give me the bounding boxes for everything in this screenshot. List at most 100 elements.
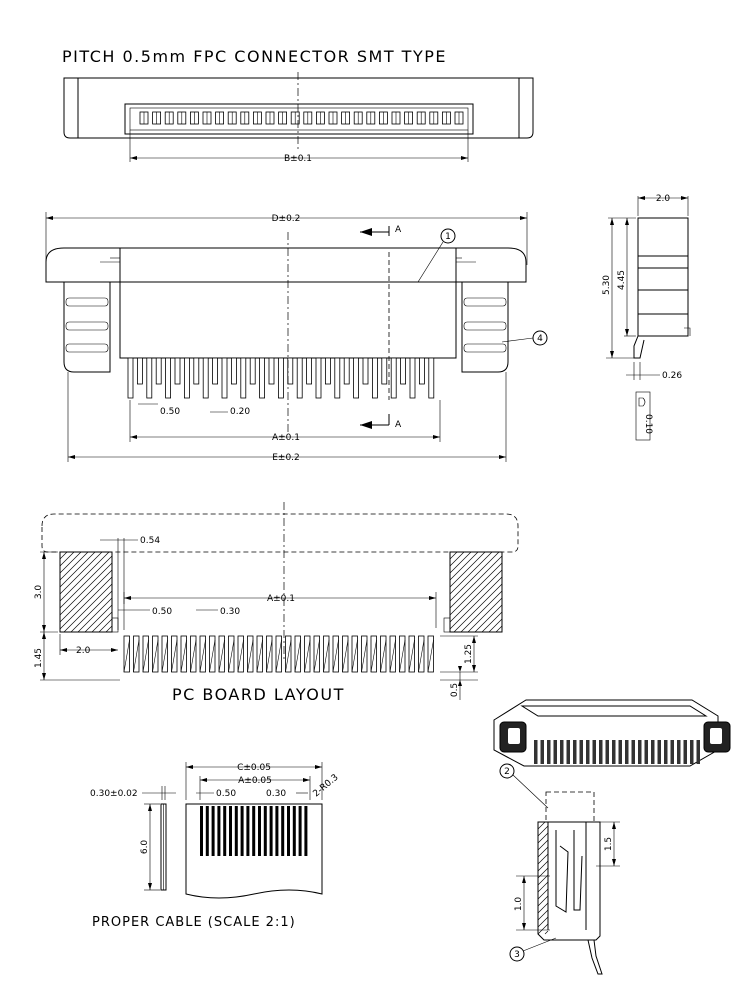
iso-contact bbox=[579, 740, 583, 764]
pcb-pad-hatch bbox=[237, 639, 244, 673]
cable-caption: PROPER CABLE (SCALE 2:1) bbox=[92, 915, 296, 930]
cable-finger bbox=[223, 806, 227, 856]
pcb-pad bbox=[152, 635, 159, 673]
hatch-line bbox=[63, 583, 113, 633]
dim-pcb-a: A±0.1 bbox=[267, 594, 295, 604]
pcb-pad bbox=[161, 635, 168, 673]
front-view: D±0.2 A A 1 bbox=[45, 212, 548, 463]
pcb-pad-hatch bbox=[218, 639, 225, 673]
pcb-pad bbox=[389, 635, 396, 673]
front-contact bbox=[174, 357, 181, 385]
dim-detail-10: 1.0 bbox=[514, 897, 524, 912]
hatch-line bbox=[59, 562, 113, 616]
pcb-pad-hatch bbox=[342, 639, 349, 673]
hatch-line bbox=[537, 909, 549, 921]
front-contact bbox=[353, 357, 360, 399]
pcb-pad-hatch bbox=[190, 639, 197, 673]
iso-contact bbox=[651, 740, 655, 764]
hatch-line bbox=[537, 853, 549, 865]
iso-contact bbox=[644, 740, 648, 764]
pcb-pad-hatch bbox=[332, 639, 339, 673]
dim-side-h1: 5.30 bbox=[602, 275, 612, 295]
pcb-pad bbox=[171, 635, 178, 673]
iso-contact bbox=[657, 740, 661, 764]
iso-contact bbox=[560, 740, 564, 764]
front-contact bbox=[409, 357, 416, 399]
hatch-line bbox=[474, 604, 503, 633]
iso-contact bbox=[534, 740, 538, 764]
hatch-line bbox=[98, 618, 113, 633]
hatch-line bbox=[70, 590, 113, 633]
dim-cable-c: C±0.05 bbox=[237, 763, 271, 773]
front-contact bbox=[362, 357, 369, 385]
hatch-line bbox=[59, 551, 96, 588]
front-contact bbox=[259, 357, 266, 399]
iso-contact bbox=[592, 740, 596, 764]
front-contact bbox=[400, 357, 407, 385]
dim-a-front: A±0.1 bbox=[272, 433, 300, 443]
pcb-pad bbox=[399, 635, 406, 673]
dim-cable-width: 0.30 bbox=[266, 789, 286, 799]
cable-finger bbox=[246, 806, 250, 856]
front-contact bbox=[268, 357, 275, 385]
dim-e-label: E±0.2 bbox=[272, 453, 300, 463]
hatch-line bbox=[59, 551, 89, 581]
pcb-pad bbox=[418, 635, 425, 673]
pcb-pad bbox=[218, 635, 225, 673]
hatch-line bbox=[537, 839, 549, 851]
pcb-pad bbox=[275, 635, 282, 673]
hatch-line bbox=[495, 625, 503, 633]
cable-finger bbox=[211, 806, 215, 856]
pcb-pad bbox=[361, 635, 368, 673]
hatch-line bbox=[453, 583, 503, 633]
pcb-pad bbox=[342, 635, 349, 673]
pcb-pad-hatch bbox=[142, 639, 149, 673]
section-a-bottom: A bbox=[395, 420, 402, 430]
cable-contact-fingers bbox=[200, 806, 308, 856]
balloon-1: 1 bbox=[445, 232, 451, 242]
proper-cable-view: C±0.05 A±0.05 0.50 0.30 2-R0.3 0.30±0.02… bbox=[90, 762, 341, 930]
pcb-pad bbox=[199, 635, 206, 673]
cable-finger bbox=[205, 806, 209, 856]
front-contact bbox=[418, 357, 425, 385]
dim-pcb-30: 3.0 bbox=[34, 585, 44, 600]
hatch-line bbox=[537, 846, 549, 858]
pcb-pad bbox=[266, 635, 273, 673]
hatch-line bbox=[449, 551, 493, 595]
iso-contact bbox=[631, 740, 635, 764]
iso-contact bbox=[605, 740, 609, 764]
cable-finger bbox=[258, 806, 261, 856]
front-contact bbox=[183, 357, 190, 399]
front-contact bbox=[277, 357, 284, 399]
drawing-title: PITCH 0.5mm FPC CONNECTOR SMT TYPE bbox=[62, 47, 447, 66]
pcb-pad-hatch bbox=[370, 639, 377, 673]
iso-contact bbox=[547, 740, 551, 764]
pcb-pad-hatch bbox=[180, 639, 187, 673]
hatch-line bbox=[537, 867, 549, 879]
pcb-pad bbox=[285, 635, 292, 673]
dim-detail-15: 1.5 bbox=[604, 837, 614, 851]
front-contact bbox=[165, 357, 172, 399]
section-a-top: A bbox=[395, 225, 402, 235]
dim-pcb-20: 2.0 bbox=[76, 646, 91, 656]
front-contact bbox=[315, 357, 322, 399]
cable-finger bbox=[263, 806, 267, 856]
pcb-pad-hatch bbox=[399, 639, 406, 673]
pcb-pad-hatch bbox=[313, 639, 320, 673]
pcb-pad-hatch bbox=[161, 639, 168, 673]
dim-front-width: 0.20 bbox=[230, 407, 250, 417]
pcb-pad-hatch bbox=[389, 639, 396, 673]
cable-finger bbox=[304, 806, 308, 856]
dim-cable-radius: 2-R0.3 bbox=[312, 773, 341, 800]
dim-pcb-05: 0.5 bbox=[450, 683, 460, 697]
pcb-pad-hatch bbox=[123, 639, 130, 673]
top-view-contacts bbox=[139, 111, 464, 125]
hatch-line bbox=[537, 902, 549, 914]
dim-pcb-pitch: 0.50 bbox=[152, 607, 172, 617]
hatch-line bbox=[537, 916, 549, 928]
front-contact bbox=[136, 357, 143, 385]
pcb-pad bbox=[370, 635, 377, 673]
pcb-pad-hatch bbox=[408, 639, 415, 673]
pcb-pad-hatch bbox=[304, 639, 311, 673]
